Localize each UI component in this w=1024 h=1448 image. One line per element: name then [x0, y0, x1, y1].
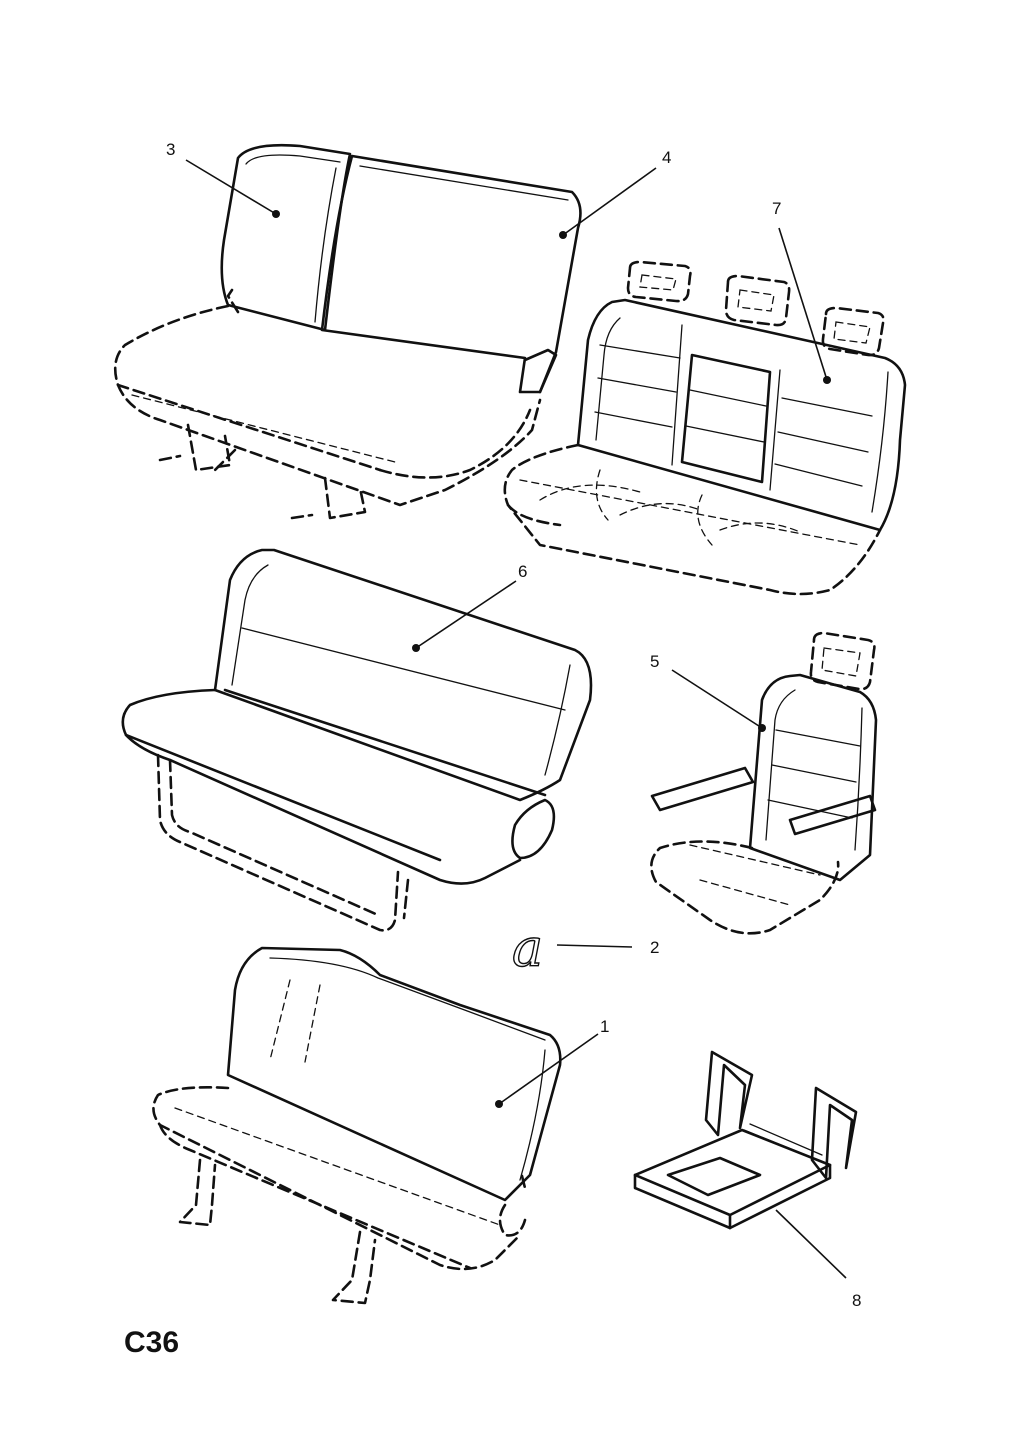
callout-4: 4: [662, 148, 671, 167]
single-seat-drawing: [650, 631, 878, 935]
callout-5: 5: [650, 652, 659, 671]
callout-7: 7: [772, 199, 781, 218]
callout-leaders: [185, 159, 847, 1279]
split-backrest-bench-drawing: [113, 143, 582, 520]
callout-labels: 3 4 7 6 5 2 1 8: [166, 140, 861, 1310]
bench-backrest-drawing: [121, 548, 593, 932]
seat-frame-drawing: [633, 1050, 858, 1230]
rear-bench-drawing: [152, 946, 562, 1305]
callout-2: 2: [650, 938, 659, 957]
callout-6: 6: [518, 562, 527, 581]
triple-seat-drawing: [503, 260, 907, 596]
symbol-a: a: [511, 918, 543, 979]
callout-8: 8: [852, 1291, 861, 1310]
callout-1: 1: [600, 1017, 609, 1036]
svg-text:a: a: [512, 919, 543, 979]
diagram-code: C36: [124, 1326, 179, 1359]
callout-3: 3: [166, 140, 175, 159]
